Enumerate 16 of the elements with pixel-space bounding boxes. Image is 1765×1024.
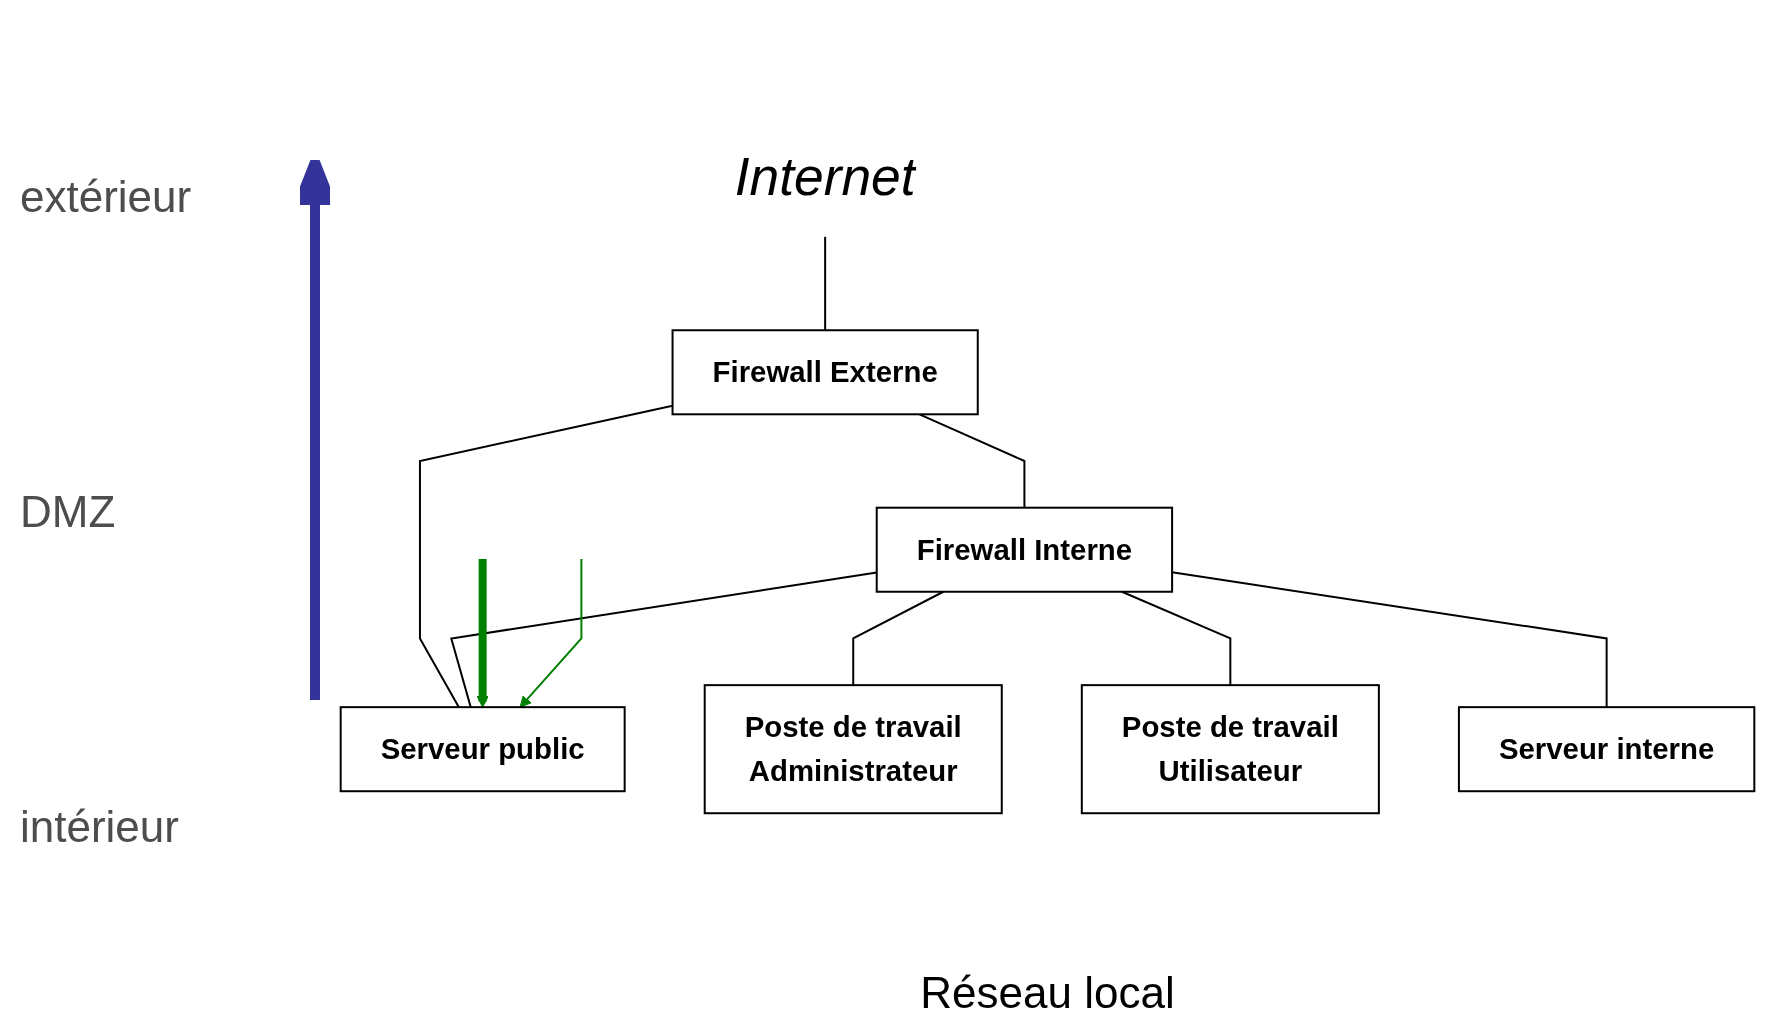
arrow <box>519 558 583 708</box>
device-box: Firewall Externe <box>671 329 979 416</box>
device-box: Serveur public <box>339 706 626 793</box>
connector-line <box>852 590 945 687</box>
node-label: Internet <box>734 147 916 207</box>
device-box: Firewall Interne <box>875 506 1174 593</box>
zone-label: extérieur <box>20 172 193 223</box>
connector-line <box>918 413 1026 509</box>
device-box: Poste de travail Administrateur <box>703 684 1003 815</box>
device-box: Poste de travail Utilisateur <box>1080 684 1380 815</box>
arrow <box>476 559 489 708</box>
connector-line <box>824 235 827 332</box>
zone-label: DMZ <box>20 487 117 537</box>
device-box: Serveur interne <box>1457 706 1756 793</box>
caption: Réseau local <box>920 968 1175 1017</box>
zone-label: intérieur <box>20 801 180 852</box>
